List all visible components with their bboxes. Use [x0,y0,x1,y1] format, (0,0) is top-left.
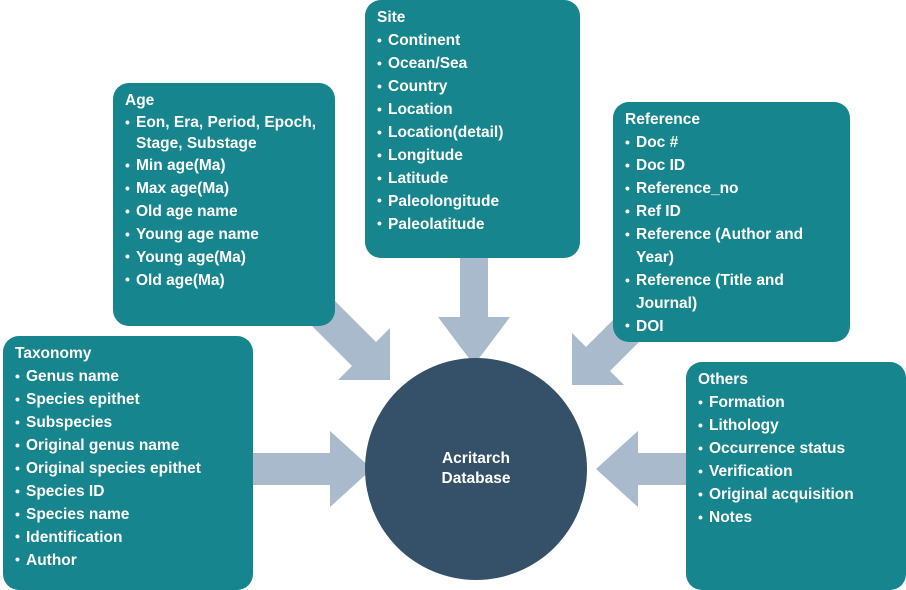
list-item: Longitude [377,145,570,168]
list-item: Species epithet [15,389,243,412]
entity-box-reference: Reference Doc # Doc ID Reference_no Ref … [613,102,850,342]
entity-title-others: Others [698,371,748,388]
list-item: Ocean/Sea [377,53,570,76]
arrow-taxonomy-to-database [248,431,372,507]
arrow-site-to-database [438,255,510,365]
list-item: Old age name [125,201,325,224]
list-item: Reference_no [625,178,840,201]
list-item: Latitude [377,168,570,191]
list-item: Author [15,549,243,573]
entity-field-list-reference: Doc # Doc ID Reference_no Ref ID Referen… [625,132,840,338]
list-item: DOI [625,315,840,339]
entity-field-list-others: Formation Lithology Occurrence status Ve… [698,392,896,530]
list-item: Verification [698,461,896,484]
entity-title-taxonomy: Taxonomy [15,345,92,362]
list-item: Doc # [625,132,840,155]
list-item: Reference (Author and Year) [625,224,840,270]
list-item: Country [377,76,570,99]
entity-field-list-site: Continent Ocean/Sea Country Location Loc… [377,30,570,236]
list-item: Original acquisition [698,484,896,507]
list-item: Identification [15,526,243,550]
list-item: Lithology [698,415,896,438]
list-item: Location [377,99,570,122]
central-node-acritarch-database: Acritarch Database [365,358,587,580]
list-item: Young age name [125,224,325,247]
list-item: Original genus name [15,435,243,458]
entity-title-site: Site [377,9,406,26]
list-item: Occurrence status [698,438,896,461]
list-item: Continent [377,30,570,53]
entity-field-list-taxonomy: Genus name Species epithet Subspecies Or… [15,366,243,572]
list-item: Original species epithet [15,458,243,481]
entity-title-reference: Reference [625,111,700,128]
list-item: Reference (Title and Journal) [625,270,840,316]
list-item: Species ID [15,481,243,504]
list-item: Formation [698,392,896,415]
entity-box-site: Site Continent Ocean/Sea Country Locatio… [365,0,580,258]
list-item: Species name [15,504,243,527]
entity-field-list-age: Eon, Era, Period, Epoch, Stage, Substage… [125,113,325,292]
entity-box-others: Others Formation Lithology Occurrence st… [686,362,906,590]
list-item: Young age(Ma) [125,246,325,270]
central-node-label: Acritarch Database [441,450,511,487]
list-item: Paleolatitude [377,213,570,237]
list-item: Location(detail) [377,122,570,145]
list-item: Genus name [15,366,243,389]
list-item: Ref ID [625,201,840,224]
list-item: Doc ID [625,155,840,178]
list-item: Subspecies [15,412,243,435]
list-item: Eon, Era, Period, Epoch, Stage, Substage [125,113,325,155]
list-item: Min age(Ma) [125,155,325,178]
entity-box-age: Age Eon, Era, Period, Epoch, Stage, Subs… [113,83,335,326]
list-item: Old age(Ma) [125,269,325,293]
list-item: Paleolongitude [377,190,570,214]
list-item: Max age(Ma) [125,178,325,201]
entity-box-taxonomy: Taxonomy Genus name Species epithet Subs… [3,336,253,590]
entity-title-age: Age [125,92,155,109]
list-item: Notes [698,507,896,530]
arrow-others-to-database [596,431,700,507]
